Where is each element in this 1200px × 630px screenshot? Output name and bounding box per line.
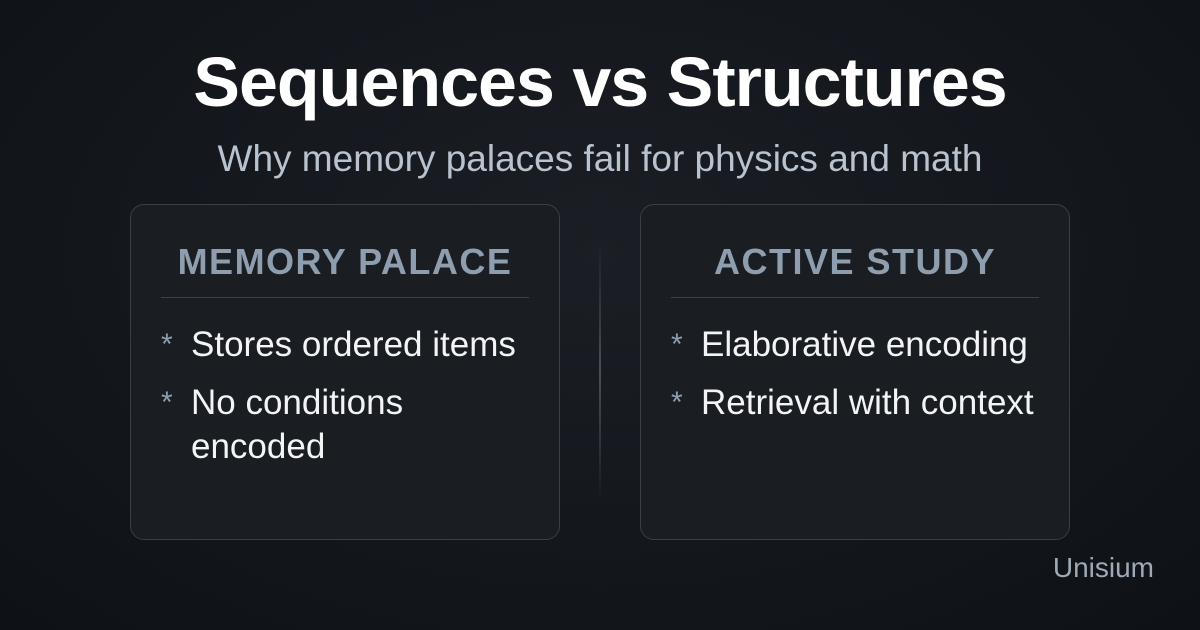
page-subtitle: Why memory palaces fail for physics and …: [217, 138, 983, 179]
page-title: Sequences vs Structures: [193, 43, 1007, 121]
card-divider: [671, 297, 1039, 298]
asterisk-icon: *: [671, 328, 683, 361]
active-study-card: ACTIVE STUDY * Elaborative encoding * Retr…: [640, 204, 1070, 540]
memory-palace-card: MEMORY PALACE * Stores ordered items * No …: [130, 204, 560, 540]
list-item-text: Stores ordered items: [191, 325, 516, 364]
list-item-text: No conditions encoded: [191, 383, 404, 466]
card-heading: ACTIVE STUDY: [713, 241, 997, 282]
card-heading: MEMORY PALACE: [177, 241, 513, 282]
asterisk-icon: *: [161, 328, 173, 361]
card-divider: [161, 297, 529, 298]
list-item: * Retrieval with context: [671, 381, 1049, 425]
vertical-divider: [599, 240, 601, 505]
list-item-text: Elaborative encoding: [701, 325, 1028, 364]
list-item: * Stores ordered items: [161, 323, 539, 367]
card-list: * Stores ordered items * No conditions enc…: [161, 323, 539, 483]
asterisk-icon: *: [671, 386, 683, 419]
list-item: * Elaborative encoding: [671, 323, 1049, 367]
list-item-text: Retrieval with context: [701, 383, 1034, 422]
asterisk-icon: *: [161, 386, 173, 419]
list-item: * No conditions encoded: [161, 381, 539, 469]
brand-logo-text: Unisium: [1052, 552, 1154, 583]
card-list: * Elaborative encoding * Retrieval with co…: [671, 323, 1049, 439]
